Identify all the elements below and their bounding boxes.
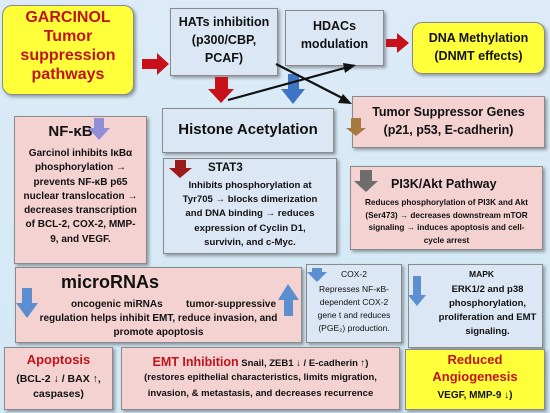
- pi3k-line: (Ser473) → decreases downstream mTOR: [365, 210, 528, 220]
- pi3k-text: Reduces phosphorylation of PI3K and Akt …: [351, 197, 542, 247]
- blue-down-arrow: [307, 268, 327, 282]
- emt-title: EMT Inhibition: [152, 355, 239, 369]
- nfkb-line: phosphorylation →: [34, 162, 127, 174]
- tsg-line1: Tumor Suppressor Genes: [372, 105, 525, 119]
- apoptosis-line3: caspases): [33, 388, 84, 400]
- mirna-line1b: tumor-suppressive: [186, 299, 277, 310]
- hats-line1: HATs inhibition: [178, 15, 270, 29]
- dna-line1: DNA Methylation: [428, 31, 529, 45]
- hdacs-line1: HDACs: [312, 19, 357, 33]
- dna-line2: (DNMT effects): [434, 49, 523, 63]
- reduced-angiogenesis-box: Reduced Angiogenesis VEGF, MMP-9 ↓): [405, 349, 545, 410]
- dna-methylation-box: DNA Methylation (DNMT effects): [412, 22, 545, 74]
- emt-title-row: EMT Inhibition Snail, ZEB1 ↓ / E-cadheri…: [122, 353, 399, 371]
- black-arrowhead: [338, 94, 352, 104]
- cox2-line: Represses NF-κB-: [319, 284, 389, 294]
- nfkb-title: NF-κB: [48, 123, 93, 140]
- histone-acetylation-box: Histone Acetylation: [162, 108, 334, 153]
- cox2-box: COX-2 Represses NF-κB- dependent COX-2 g…: [306, 264, 402, 343]
- apoptosis-title: Apoptosis: [26, 352, 91, 367]
- lavender-down-arrow: [88, 118, 110, 140]
- pi3k-line: cycle arrest: [423, 235, 470, 245]
- stat3-title: STAT3: [208, 162, 243, 174]
- nfkb-box: NF-κB Garcinol inhibits IκBα phosphoryla…: [14, 116, 147, 264]
- nfkb-line: 9, and VEGF.: [50, 233, 111, 245]
- red-right-arrow: [386, 33, 409, 53]
- mapk-line: signaling.: [465, 326, 510, 337]
- histone-label: Histone Acetylation: [178, 121, 318, 138]
- hats-line3: PCAF): [204, 51, 244, 65]
- gray-down-arrow: [354, 170, 378, 192]
- mirna-line2: regulation helps inhibit EMT, reduce inv…: [39, 313, 278, 324]
- cox2-line: gene t and reduces: [317, 310, 391, 320]
- angio-line1: Reduced: [447, 352, 503, 367]
- blue-down-arrow: [281, 74, 305, 104]
- darkred-down-arrow: [169, 160, 192, 178]
- black-arrow-line: [275, 63, 349, 102]
- mirna-line1a: oncogenic miRNAs: [71, 299, 163, 310]
- mirna-line3: promote apoptosis: [113, 327, 204, 338]
- nfkb-line: Garcinol inhibits IκBα: [28, 148, 133, 159]
- emt-inhibition-box: EMT Inhibition Snail, ZEB1 ↓ / E-cadheri…: [121, 347, 400, 410]
- stat3-line: expression of Cyclin D1,: [194, 222, 306, 234]
- nfkb-line: nuclear translocation →: [23, 190, 138, 202]
- angio-line3: VEGF, MMP-9 ↓): [437, 390, 513, 401]
- blue-up-arrow: [278, 284, 299, 316]
- angio-line2: Angiogenesis: [432, 369, 518, 384]
- tumor-suppressor-box: Tumor Suppressor Genes (p21, p53, E-cadh…: [352, 96, 545, 148]
- hdacs-line2: modulation: [300, 37, 369, 51]
- red-right-arrow: [142, 53, 169, 75]
- hdacs-box: HDACs modulation: [285, 10, 384, 66]
- apoptosis-line2: (BCL-2 ↓ / BAX ↑,: [16, 373, 101, 385]
- cox2-line: dependent COX-2: [319, 297, 389, 307]
- tsg-line2: (p21, p53, E-cadherin): [383, 123, 514, 137]
- stat3-text: Inhibits phosphorylation at Tyr705 → blo…: [164, 179, 336, 250]
- pi3k-title: PI3K/Akt Pathway: [391, 177, 497, 191]
- hats-box: HATs inhibition (p300/CBP, PCAF): [170, 8, 278, 76]
- title-box: GARCINOL Tumor suppression pathways: [2, 5, 134, 95]
- stat3-line: Inhibits phosphorylation at: [188, 180, 312, 191]
- cox2-text: Represses NF-κB- dependent COX-2 gene t …: [307, 283, 401, 335]
- mapk-box: MAPK ERK1/2 and p38 phosphorylation, pro…: [408, 264, 543, 348]
- nfkb-line: decreases transcription: [24, 205, 137, 217]
- black-arrow-line: [227, 64, 353, 102]
- stat3-line: Tyr705 → blocks dimerization: [182, 194, 318, 206]
- emt-title-rest: Snail, ZEB1 ↓ / E-cadherin ↑): [238, 358, 369, 369]
- nfkb-text: Garcinol inhibits IκBα phosphorylation →…: [15, 147, 146, 247]
- cox2-title: COX-2: [341, 269, 367, 279]
- mapk-title: MAPK: [469, 269, 495, 279]
- nfkb-line: prevents NF-κB p65: [33, 176, 128, 188]
- emt-line3: invasion, & metastasis, and decreases re…: [147, 388, 374, 399]
- stat3-box: STAT3 Inhibits phosphorylation at Tyr705…: [163, 158, 337, 254]
- red-down-arrow: [208, 77, 234, 103]
- title-line4: pathways: [31, 66, 105, 83]
- pi3k-line: signaling → induces apoptosis and cell-: [368, 223, 525, 232]
- emt-line2: (restores epithelial characteristics, li…: [144, 372, 377, 383]
- micrornas-box: microRNAs oncogenic miRNAs tumor-suppres…: [15, 267, 302, 343]
- nfkb-line: of BCL-2, COX-2, MMP-: [25, 219, 136, 231]
- tan-up-arrow: [346, 118, 366, 136]
- stat3-line: survivin, and c-Myc.: [204, 236, 296, 248]
- mapk-text: ERK1/2 and p38 phosphorylation, prolifer…: [433, 283, 542, 339]
- mapk-line: ERK1/2 and p38: [451, 284, 524, 295]
- hats-line2: (p300/CBP,: [191, 33, 257, 47]
- title-line2: Tumor: [43, 28, 93, 45]
- title-garcinol: GARCINOL: [25, 9, 111, 26]
- cox2-line: (PGE₂) production.: [318, 323, 390, 333]
- pi3k-akt-box: PI3K/Akt Pathway Reduces phosphorylation…: [350, 166, 543, 250]
- pi3k-line: Reduces phosphorylation of PI3K and Akt: [364, 198, 528, 207]
- blue-down-arrow: [408, 276, 426, 306]
- stat3-line: and DNA binding → reduces: [185, 208, 315, 220]
- mirna-title: microRNAs: [61, 272, 160, 292]
- mapk-line: phosphorylation,: [448, 298, 527, 309]
- black-arrowhead: [343, 63, 356, 73]
- apoptosis-box: Apoptosis (BCL-2 ↓ / BAX ↑, caspases): [4, 347, 113, 410]
- title-line3: suppression: [20, 47, 116, 64]
- mapk-line: proliferation and EMT: [438, 312, 537, 323]
- blue-down-arrow: [16, 288, 38, 318]
